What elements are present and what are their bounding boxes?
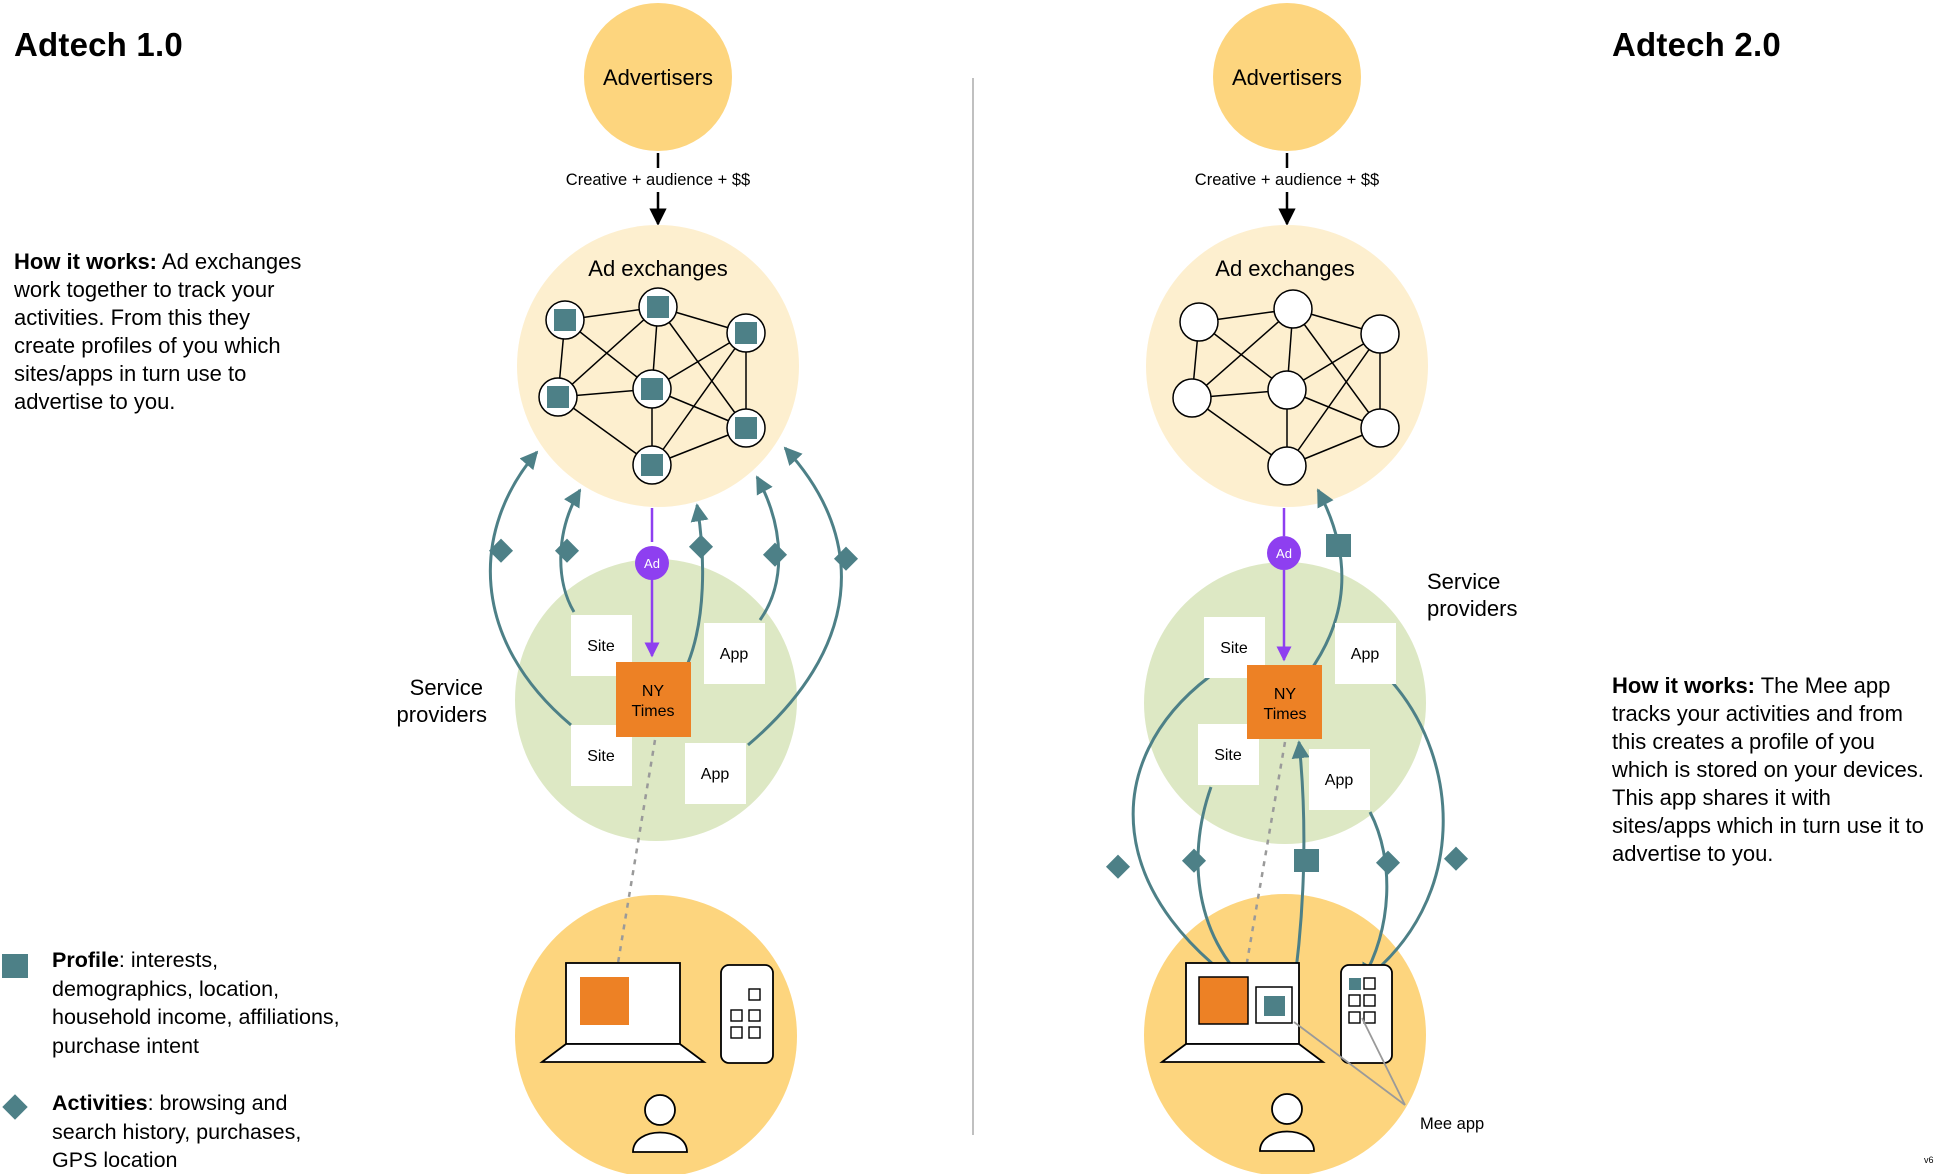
right-how-label: How it works:: [1612, 673, 1756, 698]
right-ad-badge: [1267, 536, 1301, 570]
left-site-label: Site: [587, 748, 615, 765]
right-flow-label: Creative + audience + $$: [1195, 171, 1379, 189]
profile-square-icon: [641, 378, 663, 400]
left-advertisers-label: Advertisers: [603, 65, 713, 90]
left-app-label: App: [701, 766, 730, 783]
activity-diamond-icon: [762, 542, 788, 567]
right-service-providers-label-2: providers: [1427, 596, 1517, 621]
left-person-icon: [632, 1094, 688, 1153]
right-app-label: App: [1325, 772, 1354, 789]
right-person-icon: [1259, 1093, 1315, 1152]
left-diagram: Advertisers Creative + audience + $$ Ad …: [397, 3, 859, 1174]
right-advertisers-circle: [1213, 3, 1361, 151]
left-ad-badge-label: Ad: [644, 556, 660, 571]
right-app-box: [1335, 623, 1396, 684]
right-title: Adtech 2.0: [1612, 26, 1781, 63]
profile-square-icon: [1294, 849, 1319, 872]
left-how-label: How it works:: [14, 249, 158, 274]
activities-legend: Activities: browsing and search history,…: [52, 1089, 342, 1175]
right-ad-badge-label: Ad: [1276, 546, 1292, 561]
right-publisher-box: [1247, 665, 1322, 739]
profile-legend: Profile: interests, demographics, locati…: [52, 946, 342, 1060]
left-app-box: [704, 623, 765, 684]
left-advertisers-circle: [584, 3, 732, 151]
activities-legend-text: : browsing and search history, purchases…: [52, 1091, 302, 1172]
left-flow-label: Creative + audience + $$: [566, 171, 750, 189]
left-ad-badge: [635, 546, 669, 580]
activity-diamond-icon: [1181, 848, 1207, 873]
left-phone-icon: [720, 964, 774, 1064]
activities-legend-label: Activities: [52, 1091, 148, 1115]
profile-legend-label: Profile: [52, 948, 119, 972]
exchange-node: [1360, 314, 1400, 354]
right-exchange-nodes: [1172, 289, 1400, 486]
right-activity-diamonds: [1105, 846, 1469, 879]
left-publisher-label-1: NY: [642, 683, 665, 700]
left-title: Adtech 1.0: [14, 26, 183, 63]
right-ad-delivery-dotted-line: [1245, 741, 1287, 963]
right-how-it-works: How it works: The Mee app tracks your ac…: [1612, 672, 1932, 868]
activity-diamond-icon: [488, 538, 514, 563]
left-exchange-nodes: [538, 287, 766, 485]
left-site-label: Site: [587, 638, 615, 655]
left-app-box: [685, 743, 746, 804]
left-ad-exchanges-label: Ad exchanges: [588, 256, 727, 281]
profile-legend-square-icon: [2, 954, 28, 978]
exchange-node: [1172, 378, 1212, 418]
right-app-box: [1309, 749, 1370, 810]
left-how-it-works: How it works: Ad exchanges work together…: [14, 248, 314, 416]
left-laptop-icon: [539, 962, 707, 1063]
right-publisher-label-1: NY: [1274, 686, 1297, 703]
left-ad-delivery-dotted-line: [614, 739, 657, 976]
exchange-node: [1179, 302, 1219, 342]
left-service-providers-label-2: providers: [397, 702, 487, 727]
activity-diamond-icon: [1375, 850, 1401, 875]
activity-diamond-icon: [1443, 846, 1469, 871]
version-label: v6: [1924, 1155, 1934, 1165]
right-phone-icon: [1340, 964, 1393, 1064]
right-how-text: The Mee app tracks your activities and f…: [1612, 673, 1924, 866]
left-app-label: App: [720, 646, 749, 663]
profile-square-icon: [735, 417, 757, 439]
profile-square-icon: [647, 296, 669, 318]
right-laptop-icon: [1159, 962, 1326, 1063]
left-service-providers-label-1: Service: [410, 675, 483, 700]
activity-diamond-icon: [1105, 854, 1131, 879]
mee-app-callout-lines: [1293, 1017, 1406, 1106]
right-diagram: Advertisers Creative + audience + $$ Ad …: [1105, 3, 1517, 1174]
activity-diamond-icon: [688, 534, 714, 559]
exchange-node: [1267, 370, 1307, 410]
exchange-node: [1273, 289, 1313, 329]
right-site-label: Site: [1214, 747, 1242, 764]
right-profile-share-arrow: [1306, 488, 1344, 675]
profile-square-icon: [641, 454, 663, 476]
left-publisher-label-2: Times: [632, 703, 675, 720]
right-publisher-label-2: Times: [1264, 706, 1307, 723]
right-app-label: App: [1351, 646, 1380, 663]
mee-app-label: Mee app: [1420, 1115, 1484, 1133]
profile-legend-text: : interests, demographics, location, hou…: [52, 948, 340, 1058]
profile-square-icon: [735, 322, 757, 344]
activity-diamond-icon: [554, 538, 580, 563]
right-advertisers-label: Advertisers: [1232, 65, 1342, 90]
exchange-node: [1360, 408, 1400, 448]
right-site-label: Site: [1220, 640, 1248, 657]
right-ad-exchanges-label: Ad exchanges: [1215, 256, 1354, 281]
exchange-node: [1267, 446, 1307, 486]
left-how-text: Ad exchanges work together to track your…: [14, 249, 302, 414]
right-service-providers-label-1: Service: [1427, 569, 1500, 594]
left-activity-arrows: [489, 446, 843, 747]
left-publisher-box: [616, 662, 691, 737]
profile-square-icon: [554, 309, 576, 331]
profile-square-icon: [547, 386, 569, 408]
activity-diamond-icon: [833, 546, 859, 571]
profile-square-icon: [1326, 534, 1351, 557]
